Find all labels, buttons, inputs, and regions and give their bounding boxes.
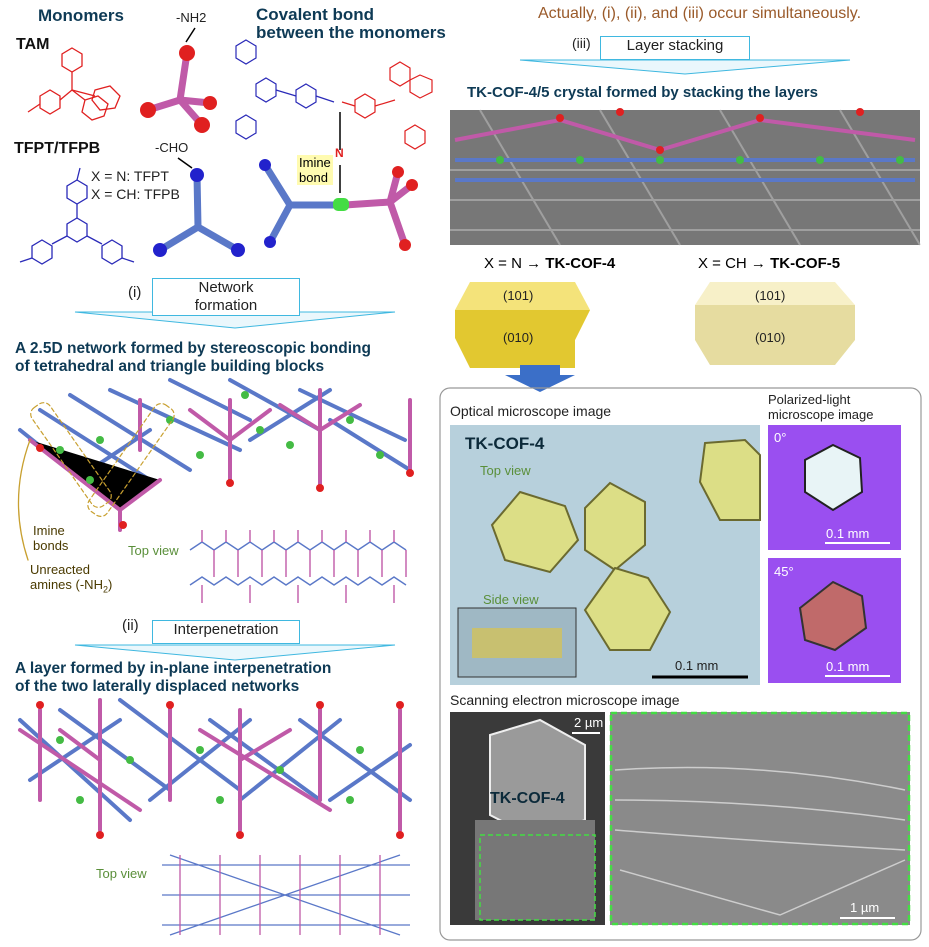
simultaneous-note: Actually, (i), (ii), and (iii) occur sim… bbox=[538, 5, 862, 22]
layer-interpenetration-illustration bbox=[18, 698, 412, 839]
polarized-images bbox=[768, 425, 901, 683]
top-view-label-2: Top view bbox=[96, 866, 147, 881]
tetrahedral-model-icon bbox=[140, 27, 217, 133]
cof4-face-010: (010) bbox=[503, 330, 534, 345]
tk-cof-4-label: X = N → TK-COF-4 bbox=[484, 255, 616, 272]
tk-cof-5-prism bbox=[695, 282, 855, 365]
monomers-heading: Monomers bbox=[38, 6, 124, 25]
polarized-scale-2: 0.1 mm bbox=[826, 659, 870, 674]
imine-bond-model-icon bbox=[259, 159, 418, 251]
down-arrow-icon bbox=[505, 365, 575, 392]
top-view-label-1: Top view bbox=[128, 543, 179, 558]
optical-side-view: Side view bbox=[483, 592, 539, 607]
tfpt-tfpb-label: TFPT/TFPB bbox=[14, 140, 101, 157]
microscopy-panel bbox=[439, 387, 922, 941]
optical-title: Optical microscope image bbox=[450, 403, 612, 419]
x-ch-label: X = CH: TFPB bbox=[91, 186, 180, 202]
tk-cof-4-prism bbox=[455, 282, 590, 368]
hex-top-view-1 bbox=[189, 530, 407, 603]
angle-0-label: 0° bbox=[774, 430, 787, 445]
nh2-label: -NH2 bbox=[176, 10, 207, 25]
step-i-number: (i) bbox=[128, 284, 142, 301]
angle-45-label: 45° bbox=[774, 564, 794, 579]
interpenetration-label: Interpenetration bbox=[152, 620, 300, 644]
layer-heading: A layer formed by in-plane interpenetrat… bbox=[15, 660, 332, 695]
crystal-heading: TK-COF-4/5 crystal formed by stacking th… bbox=[467, 84, 818, 101]
polarized-scale-1: 0.1 mm bbox=[826, 526, 870, 541]
step-ii-number: (ii) bbox=[122, 617, 139, 634]
tam-label: TAM bbox=[16, 36, 50, 53]
layer-stacking-label: Layer stacking bbox=[600, 36, 750, 60]
covalent-bond-structure bbox=[235, 39, 433, 193]
network-2-5d-illustration bbox=[17, 378, 414, 561]
arrow-layer-stacking bbox=[519, 59, 851, 75]
sem-sample-label: TK-COF-4 bbox=[490, 790, 565, 807]
cof5-face-010: (010) bbox=[755, 330, 786, 345]
optical-sample-label: TK-COF-4 bbox=[465, 434, 545, 453]
optical-microscope-image bbox=[450, 425, 761, 685]
cof5-face-101: (101) bbox=[755, 288, 786, 303]
step-iii-number: (iii) bbox=[572, 35, 591, 51]
sem-scale-1um: 1 µm bbox=[850, 900, 880, 915]
sem-scale-2um: 2 µm bbox=[574, 715, 604, 730]
optical-top-view: Top view bbox=[480, 463, 531, 478]
stacked-crystal-illustration bbox=[450, 108, 921, 246]
arrow-interpenetration bbox=[74, 644, 396, 661]
optical-scale: 0.1 mm bbox=[675, 658, 719, 673]
cho-label: -CHO bbox=[155, 140, 189, 155]
n-atom-label: N bbox=[335, 146, 344, 160]
x-n-label: X = N: TFPT bbox=[91, 168, 169, 184]
tam-structure bbox=[27, 47, 121, 121]
tk-cof-5-label: X = CH → TK-COF-5 bbox=[698, 255, 841, 272]
sem-title: Scanning electron microscope image bbox=[450, 692, 680, 708]
sem-images bbox=[450, 711, 911, 926]
network-heading: A 2.5D network formed by stereoscopic bo… bbox=[15, 340, 371, 375]
tfpt-structure bbox=[19, 167, 135, 265]
triangle-model-icon bbox=[153, 157, 245, 257]
cof4-face-101: (101) bbox=[503, 288, 534, 303]
hex-top-view-2 bbox=[162, 854, 410, 936]
